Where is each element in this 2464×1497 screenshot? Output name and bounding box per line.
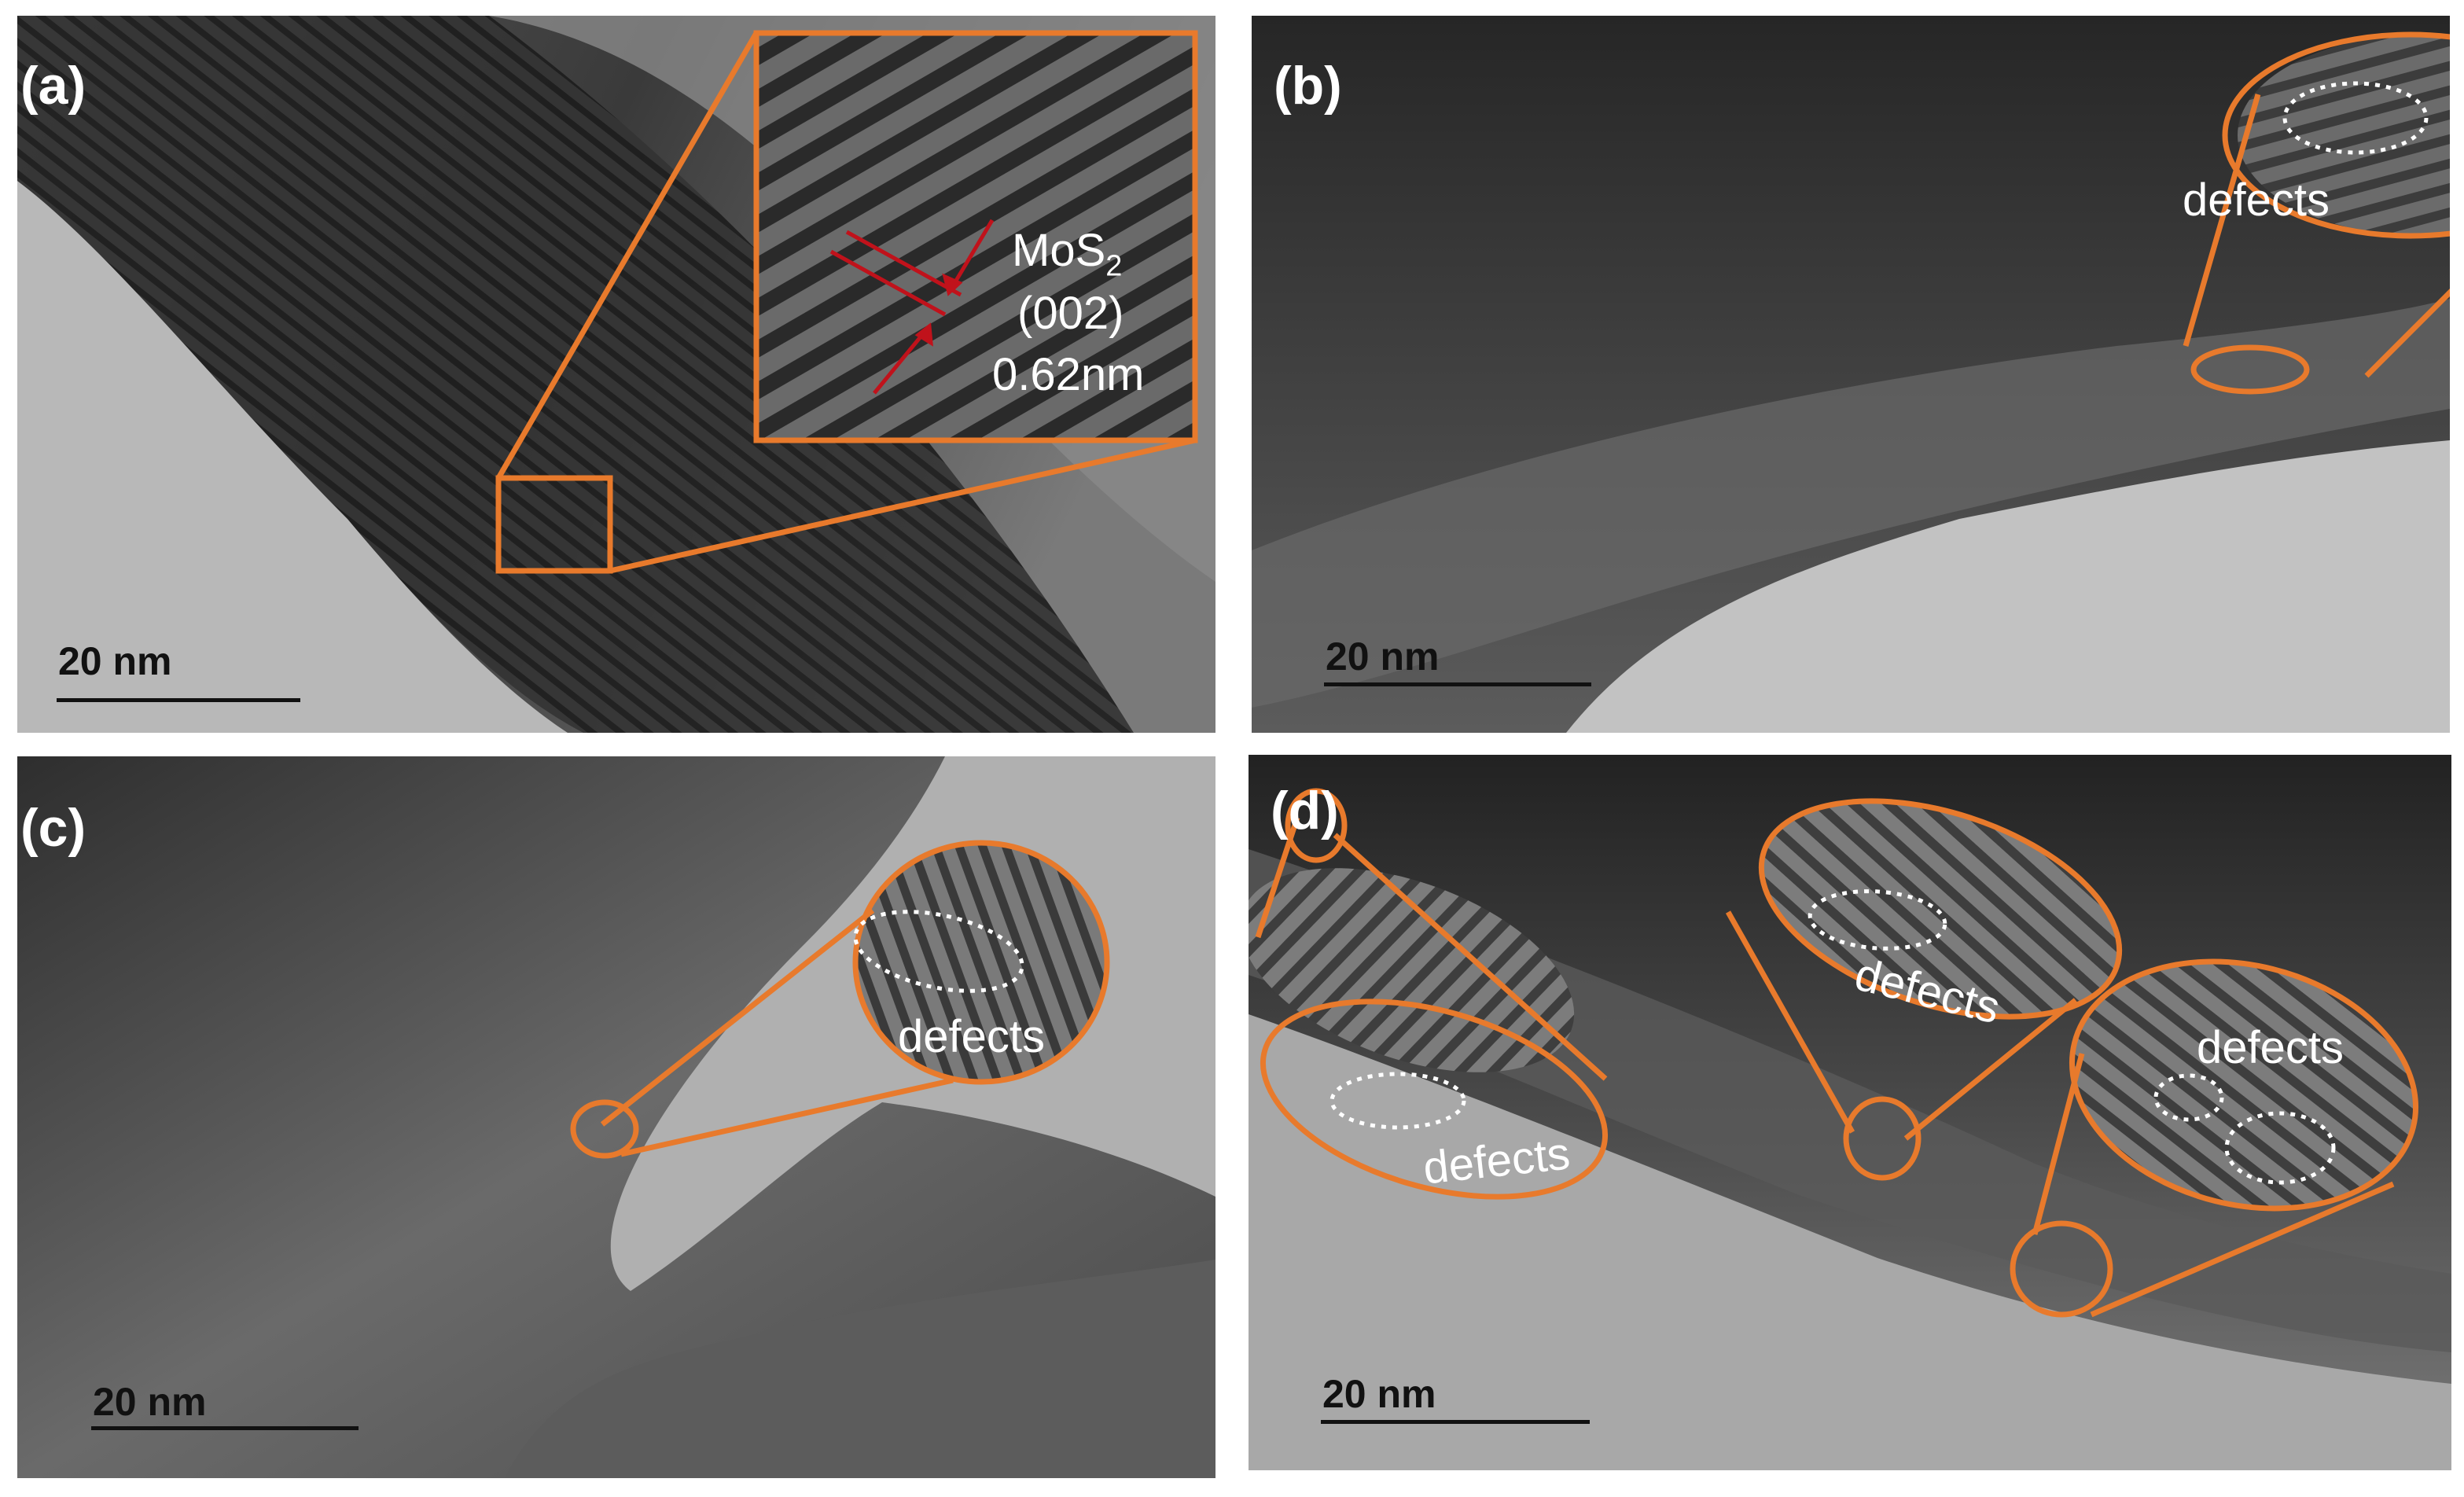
source-ellipse bbox=[570, 1099, 639, 1159]
zoom-ellipse-1 bbox=[1260, 999, 1609, 1200]
zoom-ellipse-3 bbox=[2069, 958, 2419, 1212]
callout-b bbox=[2183, 31, 2450, 395]
zoom-ellipse bbox=[2222, 31, 2450, 239]
callout-line-2a bbox=[1725, 910, 1855, 1134]
defect-region-3a bbox=[2153, 1073, 2224, 1122]
zoom-ellipse-fill-2 bbox=[1761, 800, 2120, 1017]
zoom-ellipse-fill-1 bbox=[1249, 868, 1575, 1072]
scale-bar-d bbox=[1321, 1420, 1590, 1424]
callout-line-left bbox=[2183, 94, 2261, 347]
callout-line-top bbox=[495, 31, 759, 480]
lattice-marker bbox=[829, 219, 995, 395]
panel-c: (c) defects 20 nm bbox=[17, 756, 1215, 1478]
callout-line-1b bbox=[1333, 833, 1608, 1081]
source-ellipse bbox=[2190, 344, 2310, 395]
scale-bar-a bbox=[57, 698, 300, 702]
panel-label-d: (d) bbox=[1271, 781, 1339, 840]
scale-bar-label-b: 20 nm bbox=[1326, 634, 1440, 679]
inset-callout-a bbox=[495, 30, 1198, 574]
zoom-ellipse-2 bbox=[1758, 798, 2123, 1020]
scale-bar-label-a: 20 nm bbox=[58, 639, 172, 683]
callout-line-top bbox=[600, 908, 875, 1127]
defect-region-1 bbox=[1329, 1072, 1466, 1130]
callout-line-2b bbox=[1903, 998, 2078, 1141]
spacing-label: 0.62nm bbox=[992, 349, 1145, 400]
callouts-d bbox=[1249, 788, 2419, 1318]
defect-region bbox=[2282, 81, 2429, 155]
selection-box bbox=[495, 475, 613, 574]
panel-label-b: (b) bbox=[1274, 56, 1342, 116]
callout-line-right bbox=[2364, 289, 2450, 378]
zoom-ellipse bbox=[852, 840, 1110, 1085]
callout-c bbox=[570, 840, 1110, 1159]
defect-region-3b bbox=[2224, 1111, 2336, 1185]
panel-label-a: (a) bbox=[20, 56, 86, 116]
panel-label-c: (c) bbox=[20, 798, 86, 858]
callout-line-bottom bbox=[620, 1077, 954, 1157]
panel-b: (b) defects 20 nm bbox=[1252, 16, 2450, 733]
defects-label-b: defects bbox=[2183, 175, 2330, 226]
callout-line-3b bbox=[2090, 1181, 2395, 1318]
source-ellipse-2 bbox=[1843, 1096, 1922, 1181]
scale-bar-c bbox=[91, 1426, 359, 1430]
compound-label: MoS2 bbox=[1012, 225, 1123, 283]
callout-line-bottom bbox=[609, 437, 1196, 574]
scale-bar-label-d: 20 nm bbox=[1322, 1372, 1436, 1416]
scale-bar-label-c: 20 nm bbox=[93, 1380, 207, 1424]
defect-region bbox=[853, 910, 1024, 993]
panel-a: (a) MoS2 (002) 0.62nm 20 nm bbox=[17, 16, 1215, 733]
plane-label: (002) bbox=[1017, 288, 1124, 339]
inset-frame bbox=[753, 30, 1198, 443]
inset-image bbox=[756, 33, 1195, 440]
zoom-ellipse-fill bbox=[2238, 35, 2450, 236]
source-ellipse-3 bbox=[2010, 1220, 2113, 1318]
zoom-ellipse-fill bbox=[855, 843, 1107, 1082]
scale-bar-b bbox=[1324, 682, 1591, 686]
defects-label-c: defects bbox=[898, 1011, 1045, 1062]
defects-label-d3: defects bbox=[2197, 1022, 2344, 1073]
zoom-ellipse-fill-3 bbox=[2072, 962, 2416, 1208]
panel-d: (d) defects defects defects 20 nm bbox=[1249, 755, 2451, 1470]
source-ellipse-1 bbox=[1285, 788, 1348, 863]
